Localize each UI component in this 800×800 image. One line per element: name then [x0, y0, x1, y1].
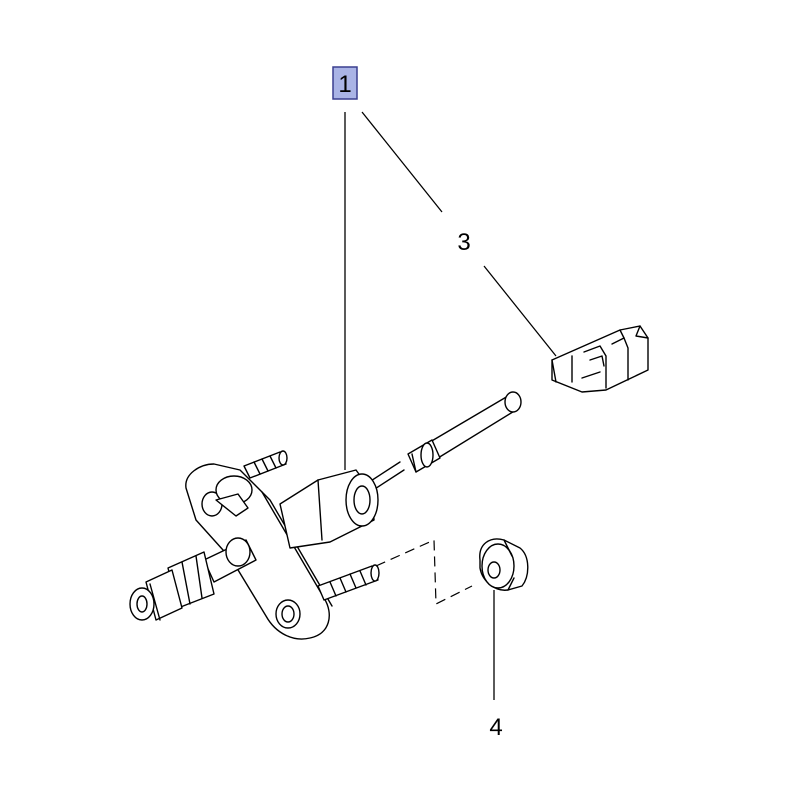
leader-line-1-to-3 [361, 111, 443, 213]
push-rod [359, 391, 522, 497]
callout-1-label: 1 [338, 71, 351, 98]
retaining-clip [551, 325, 649, 393]
leader-line-3-to-clip [483, 265, 557, 357]
stud-lower [317, 564, 380, 601]
callout-1-highlight-box [332, 66, 358, 100]
stud-projection-hidden-line [375, 539, 473, 605]
flange-nut [479, 538, 529, 591]
callout-1[interactable]: 1 [332, 66, 358, 100]
mounting-flange [185, 463, 333, 640]
callout-3-label[interactable]: 3 [457, 229, 470, 256]
slave-cylinder-body [279, 469, 379, 549]
stud-upper [243, 450, 288, 479]
hydraulic-connector [129, 537, 257, 621]
callout-4-label[interactable]: 4 [489, 714, 502, 741]
